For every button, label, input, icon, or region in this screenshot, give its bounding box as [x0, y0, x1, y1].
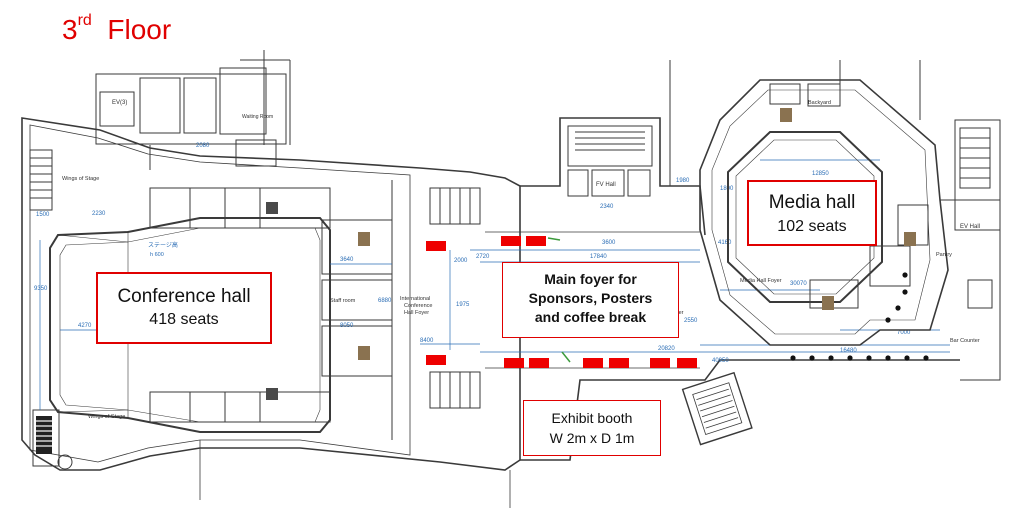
- svg-text:Hall Foyer: Hall Foyer: [404, 310, 429, 316]
- svg-text:4270: 4270: [78, 323, 92, 329]
- booth-marker: [529, 358, 549, 368]
- exhibit-booth-label: Exhibit booth W 2m x D 1m: [523, 400, 661, 456]
- stairs-right: [940, 119, 1001, 381]
- booth-marker: [677, 358, 697, 368]
- booth-marker: [426, 241, 446, 251]
- floor-word: Floor: [107, 14, 172, 45]
- svg-text:6880: 6880: [378, 298, 392, 304]
- svg-text:20820: 20820: [658, 346, 675, 352]
- dimension-values: 2230 1500 2080 9350 4270 3640 8050 6880 …: [34, 143, 911, 364]
- restroom-icon: [358, 232, 370, 360]
- svg-text:12850: 12850: [812, 171, 829, 177]
- conference-hall-name: Conference hall: [117, 286, 251, 307]
- restroom-icon: [780, 108, 916, 310]
- exhibit-booth-title: Exhibit booth: [551, 410, 633, 426]
- svg-text:40950: 40950: [712, 358, 729, 364]
- svg-text:Bar Counter: Bar Counter: [950, 338, 980, 344]
- svg-text:2000: 2000: [454, 258, 468, 264]
- svg-text:16480: 16480: [840, 348, 857, 354]
- floor-ordinal: 3: [62, 14, 78, 45]
- svg-text:Pantry: Pantry: [936, 252, 952, 258]
- media-hall-name: Media hall: [768, 192, 856, 213]
- svg-text:Wings of Stage: Wings of Stage: [88, 414, 125, 420]
- svg-text:ステージ高: ステージ高: [148, 241, 178, 249]
- svg-text:1500: 1500: [36, 212, 50, 218]
- media-wing-rooms: [669, 60, 929, 309]
- svg-text:17840: 17840: [590, 254, 607, 260]
- svg-text:2080: 2080: [196, 143, 210, 149]
- svg-text:3640: 3640: [340, 257, 354, 263]
- svg-text:8050: 8050: [340, 323, 354, 329]
- stairs-left: [29, 149, 53, 211]
- main-foyer-line-1: Main foyer for: [544, 271, 637, 287]
- auditorium-side-rooms: [149, 180, 393, 440]
- svg-text:1980: 1980: [676, 178, 690, 184]
- svg-text:Conference: Conference: [404, 303, 432, 309]
- reference-lines: [199, 440, 511, 508]
- booth-marker: [583, 358, 603, 368]
- svg-text:Media Hall Foyer: Media Hall Foyer: [740, 278, 782, 284]
- booth-marker: [650, 358, 670, 368]
- core-top-center: [567, 125, 653, 197]
- media-hall-seats: 102 seats: [777, 218, 847, 235]
- svg-text:2720: 2720: [476, 254, 490, 260]
- main-foyer-label: Main foyer for Sponsors, Posters and cof…: [502, 262, 679, 338]
- media-hall-label: Media hall 102 seats: [747, 180, 877, 246]
- media-wing-outline: [699, 79, 949, 346]
- booth-marker: [609, 358, 629, 368]
- svg-text:Staff room: Staff room: [330, 298, 356, 304]
- main-foyer-line-2: Sponsors, Posters: [528, 290, 653, 306]
- escalators-center: [429, 187, 481, 409]
- svg-text:International: International: [400, 296, 430, 302]
- exhibit-booths: [426, 236, 697, 368]
- svg-text:h 600: h 600: [150, 252, 164, 258]
- accessible-icon: [266, 202, 278, 400]
- svg-text:Backyard: Backyard: [808, 100, 831, 106]
- service-block-top-left: [95, 50, 291, 170]
- floor-title: 3rd Floor: [62, 12, 172, 46]
- svg-text:2340: 2340: [600, 204, 614, 210]
- svg-text:7000: 7000: [897, 330, 911, 336]
- svg-text:FV Hall: FV Hall: [596, 182, 616, 188]
- svg-text:3600: 3600: [602, 240, 616, 246]
- svg-text:4160: 4160: [718, 240, 732, 246]
- conference-hall-label: Conference hall 418 seats: [96, 272, 272, 344]
- svg-text:2550: 2550: [684, 318, 698, 324]
- svg-text:EV Hall: EV Hall: [960, 224, 980, 230]
- floor-ordinal-suffix: rd: [77, 12, 92, 29]
- svg-text:2230: 2230: [92, 211, 106, 217]
- stairs-bottom-left: [32, 409, 73, 470]
- svg-text:8400: 8400: [420, 338, 434, 344]
- conference-hall-seats: 418 seats: [149, 311, 219, 328]
- svg-text:30070: 30070: [790, 281, 807, 287]
- booth-marker: [426, 355, 446, 365]
- svg-text:1975: 1975: [456, 302, 470, 308]
- booth-marker: [526, 236, 546, 246]
- svg-text:EV(3): EV(3): [112, 100, 127, 106]
- svg-text:Waiting Room: Waiting Room: [242, 114, 273, 120]
- booth-marker: [501, 236, 521, 246]
- svg-text:9350: 9350: [34, 286, 48, 292]
- main-foyer-line-3: and coffee break: [534, 309, 647, 325]
- table-markers: [790, 272, 929, 361]
- stairs-bottom-center: [681, 371, 753, 446]
- svg-text:Wings of Stage: Wings of Stage: [62, 176, 99, 182]
- booth-marker: [504, 358, 524, 368]
- green-markers: [547, 237, 571, 363]
- exhibit-booth-size: W 2m x D 1m: [549, 430, 635, 446]
